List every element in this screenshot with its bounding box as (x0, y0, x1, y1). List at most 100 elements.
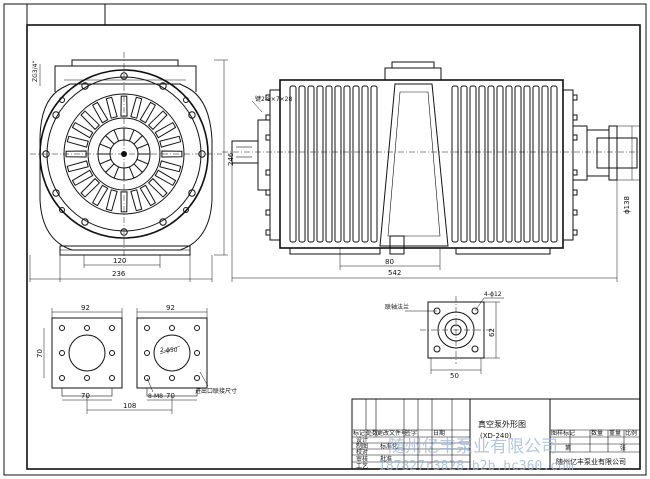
fin (65, 150, 87, 158)
dim-4x12: 4-ϕ12 (484, 291, 502, 298)
hub-spoke (99, 158, 112, 165)
dim-62: 62 (488, 328, 496, 337)
hub-spoke (113, 166, 120, 179)
dim-246: 246 (227, 152, 235, 166)
fin (71, 169, 94, 187)
tb-process: 工艺 (356, 462, 368, 470)
inner-frame (26, 24, 641, 470)
side-fin (478, 85, 486, 243)
fin (66, 160, 89, 173)
tb-date: 日期 (433, 429, 445, 437)
dim-120: 120 (113, 257, 126, 265)
side-fin (325, 85, 333, 243)
fin (71, 121, 94, 139)
flange-note: 联轴法兰 (385, 303, 409, 311)
outer-frame (3, 3, 647, 476)
bolt-head (572, 209, 578, 216)
side-fin (532, 85, 540, 243)
side-fin (343, 85, 351, 243)
bolt-head (265, 94, 271, 101)
bolt-head (265, 114, 271, 121)
watermark-company: 随州亿丰泵业有限公司 (388, 437, 558, 457)
fin (154, 169, 177, 187)
side-fin (523, 85, 531, 243)
tb-sheet-of: 张 (620, 444, 626, 452)
port-flange-view: 92 92 70 70 70 108 2-ϕ50 8-M8 进出口联接尺寸 (36, 304, 237, 414)
hub-spoke (99, 143, 112, 150)
coupling-flange-view: 4-ϕ12 62 50 联轴法兰 (385, 291, 504, 380)
bolt-head (572, 169, 578, 176)
dim-80: 80 (385, 258, 394, 266)
fin (130, 96, 143, 119)
fin (130, 189, 143, 212)
key-label: 键2-8×7×28 (255, 95, 292, 103)
hub-spoke (133, 163, 143, 173)
fin (154, 121, 177, 139)
tb-draw: 制图 (356, 442, 368, 450)
drawing-model: (XD-240) (480, 432, 512, 440)
fin (105, 96, 118, 119)
bolt-head (265, 229, 271, 236)
dim-70b: 70 (81, 392, 90, 400)
side-fin (469, 85, 477, 243)
drawing-title: 真空泵外形图 (478, 419, 526, 429)
fin (147, 110, 168, 131)
tb-col-qty: 数量 (591, 429, 603, 437)
bolt-head (572, 229, 578, 236)
tb-mark: 标记 (353, 429, 365, 437)
side-fin (514, 85, 522, 243)
hub-spoke (128, 166, 135, 179)
fin (105, 189, 118, 212)
side-fin (487, 85, 495, 243)
tb-check: 校对 (356, 448, 368, 456)
dim-70a: 70 (36, 349, 44, 358)
fin (120, 191, 128, 213)
tb-col-scale: 比例 (625, 429, 637, 437)
bolt-head (265, 169, 271, 176)
watermark-url: 187827r3828.b2b.hc360.com (378, 459, 574, 474)
fin (139, 184, 157, 207)
side-fin (334, 85, 342, 243)
hub-spoke (136, 143, 149, 150)
port-note: 进出口联接尺寸 (195, 387, 237, 395)
dim-236: 236 (112, 270, 126, 278)
dim-92a: 92 (81, 304, 90, 312)
side-fin (451, 85, 459, 243)
dim-50: 50 (450, 372, 459, 380)
fin (91, 101, 109, 124)
fin (66, 135, 89, 148)
bolt-head (572, 114, 578, 121)
side-fin (460, 85, 468, 243)
side-view: 键2-8×7×28 ϕ138 80 542 (222, 61, 640, 282)
bolt-head (572, 94, 578, 101)
fin (139, 101, 157, 124)
hub-spoke (105, 163, 115, 173)
fin (80, 177, 101, 198)
tb-approve: 批准 (380, 455, 392, 463)
side-fin (496, 85, 504, 243)
bolt-head (572, 134, 578, 141)
side-fin (505, 85, 513, 243)
fin (80, 110, 101, 131)
dim-8m8: 8-M8 (148, 393, 163, 400)
zg-label: ZG3/4" (32, 61, 39, 82)
tb-sheet: 第 (565, 444, 571, 452)
fin (120, 95, 128, 117)
bolt-head (265, 209, 271, 216)
tb-design: 设计 (356, 436, 368, 444)
title-block: 标记 处数 更改文件号 签字 日期 设计 制图 校对 审核 工艺 标准化 批准 … (351, 398, 641, 470)
side-fin (361, 85, 369, 243)
hub-spoke (113, 129, 120, 142)
side-fin (307, 85, 315, 243)
tb-std: 标准化 (380, 442, 398, 450)
dim-108: 108 (123, 402, 136, 410)
side-fin (316, 85, 324, 243)
hub-spoke (133, 135, 143, 145)
fin (91, 184, 109, 207)
bolt-head (265, 134, 271, 141)
hub-spoke (136, 158, 149, 165)
corner-code-box (26, 3, 106, 26)
dim-542: 542 (388, 269, 401, 277)
fin (161, 150, 183, 158)
